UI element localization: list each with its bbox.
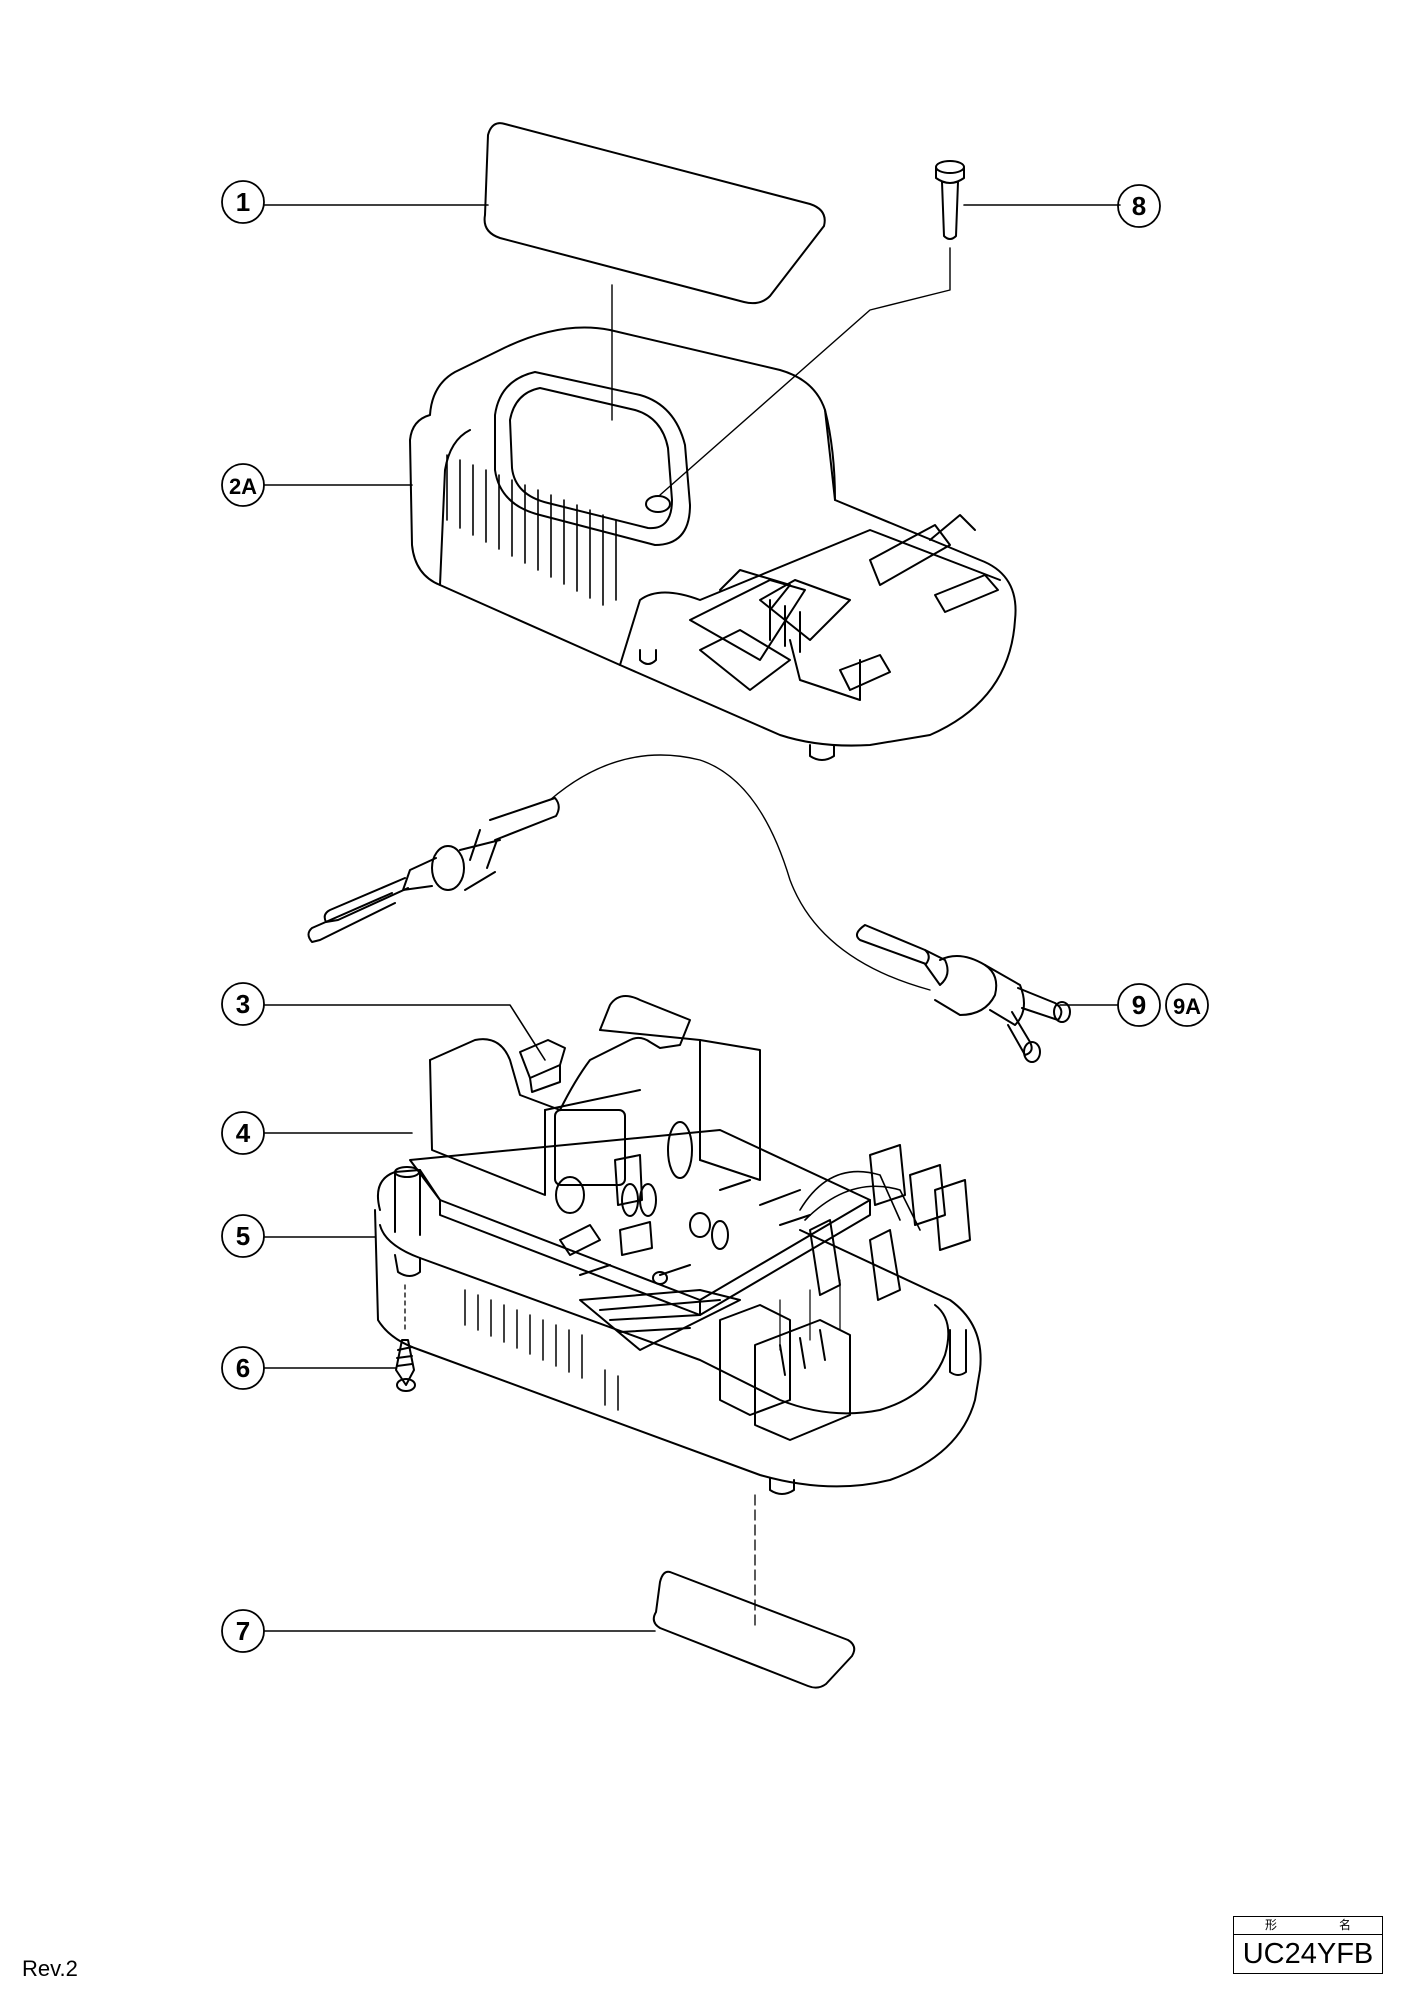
model-head-left: 形 xyxy=(1264,1918,1277,1932)
callout-1: 1 xyxy=(221,180,265,224)
callout-6: 6 xyxy=(221,1346,265,1390)
model-name-box: 形 名 UC24YFB xyxy=(1233,1916,1383,1974)
part-label-plate xyxy=(483,122,826,305)
callout-5: 5 xyxy=(221,1214,265,1258)
svg-text:8: 8 xyxy=(1132,191,1146,221)
svg-text:4: 4 xyxy=(236,1118,251,1148)
part-screw xyxy=(395,1284,416,1392)
callout-4: 4 xyxy=(221,1111,265,1155)
svg-text:1: 1 xyxy=(236,187,250,217)
svg-text:7: 7 xyxy=(236,1616,250,1646)
part-circuit-board xyxy=(409,995,971,1316)
callout-2a: 2A xyxy=(221,463,265,507)
callout-leaders xyxy=(263,204,1121,1632)
part-pin xyxy=(935,160,965,240)
model-name-header: 形 名 xyxy=(1234,1917,1382,1935)
model-name: UC24YFB xyxy=(1242,1938,1374,1970)
part-lower-housing xyxy=(374,1166,982,1495)
revision-label: Rev.2 xyxy=(22,1956,78,1981)
svg-text:2A: 2A xyxy=(229,474,257,499)
part-upper-housing xyxy=(409,326,1017,761)
model-head-right: 名 xyxy=(1338,1918,1351,1932)
callout-9a: 9A xyxy=(1165,983,1209,1027)
svg-text:9A: 9A xyxy=(1173,994,1201,1019)
callout-9: 9 xyxy=(1117,983,1161,1027)
callout-8: 8 xyxy=(1117,184,1161,228)
callouts: 1 8 2A 9 9A 3 4 5 xyxy=(221,180,1209,1653)
svg-text:6: 6 xyxy=(236,1353,250,1383)
part-power-cord xyxy=(307,754,1071,1063)
callout-3: 3 xyxy=(221,982,265,1026)
svg-text:9: 9 xyxy=(1132,990,1146,1020)
part-clip xyxy=(519,1039,566,1093)
part-bottom-label xyxy=(652,1494,856,1689)
part-guide-lines xyxy=(611,247,951,496)
callout-7: 7 xyxy=(221,1609,265,1653)
svg-text:3: 3 xyxy=(236,989,250,1019)
svg-text:5: 5 xyxy=(236,1221,250,1251)
